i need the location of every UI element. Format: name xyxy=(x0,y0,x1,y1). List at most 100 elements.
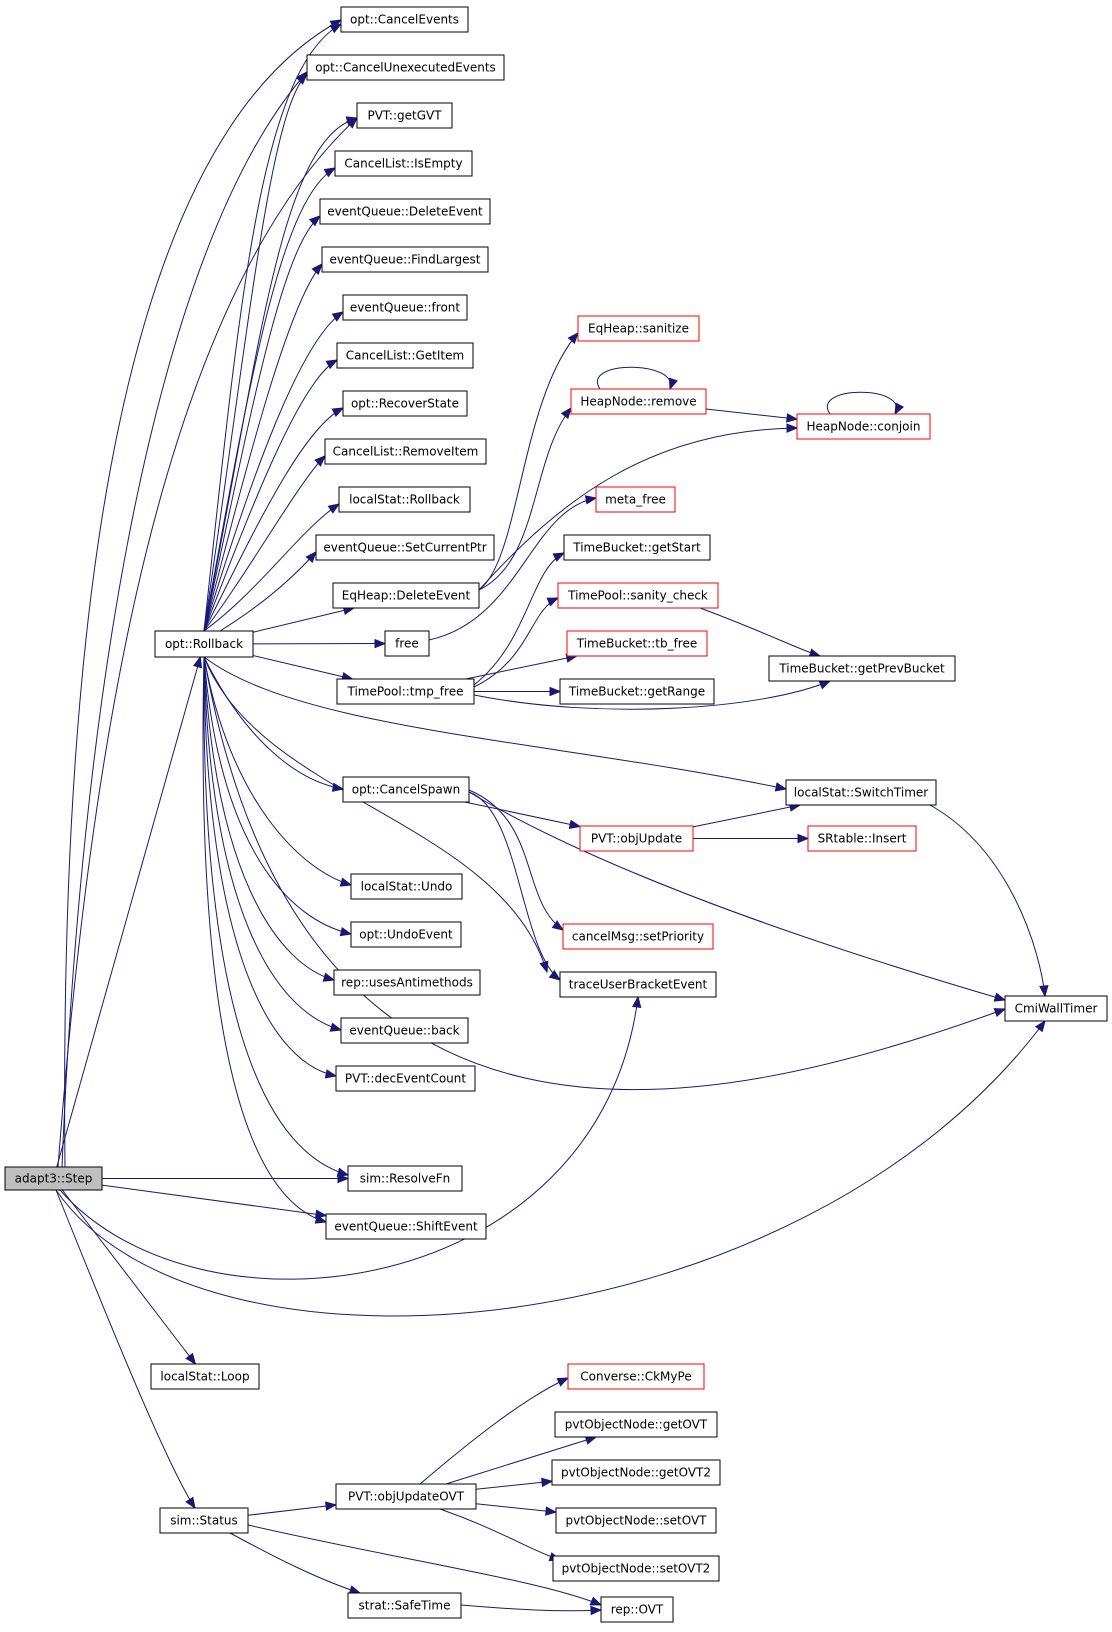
node-box xyxy=(150,1363,260,1390)
node-adapt3-step[interactable]: adapt3::Step xyxy=(4,1166,103,1191)
node-eventqueue-findlargest[interactable]: eventQueue::FindLargest xyxy=(321,246,489,273)
arrowhead xyxy=(1039,985,1049,998)
node-label: opt::CancelEvents xyxy=(350,13,459,27)
edge-opt_rollback-to-cancellist_isempty xyxy=(203,167,337,632)
node-box xyxy=(768,655,956,682)
node-eventqueue-shiftevent[interactable]: eventQueue::ShiftEvent xyxy=(325,1213,487,1240)
edge-opt_cancelspawn-to-cancelmsg_setpriority xyxy=(468,789,565,931)
edge-line xyxy=(203,656,344,790)
node-pvt-objupdateovt[interactable]: PVT::objUpdateOVT xyxy=(335,1483,477,1510)
node-free[interactable]: free xyxy=(384,630,430,657)
edge-line xyxy=(202,656,327,1223)
edge-line xyxy=(61,71,308,1168)
node-label: opt::CancelSpawn xyxy=(352,783,460,797)
edge-adapt3_step-to-tracebracket xyxy=(59,995,642,1280)
edge-opt_rollback-to-free xyxy=(252,638,387,649)
node-label: cancelMsg::setPriority xyxy=(572,930,704,944)
edge-line xyxy=(203,117,358,632)
edge-line xyxy=(247,1524,602,1606)
node-box xyxy=(347,1592,462,1619)
edge-opt_rollback-to-cancellist_removeitem xyxy=(203,455,326,632)
edge-line xyxy=(203,656,1006,1091)
arrowhead xyxy=(797,833,810,844)
node-eventqueue-back[interactable]: eventQueue::back xyxy=(340,1017,469,1044)
edge-opt_rollback-to-pvt_getgvt xyxy=(203,116,359,632)
node-eventqueue-front[interactable]: eventQueue::front xyxy=(342,294,468,321)
arrowhead xyxy=(589,1596,603,1606)
node-timepool-sanity-check[interactable]: TimePool::sanity_check xyxy=(557,582,719,609)
node-box xyxy=(342,390,468,417)
node-timebucket-getprevbucket[interactable]: TimeBucket::getPrevBucket xyxy=(768,655,956,682)
edge-adapt3_step-to-opt_rollback xyxy=(56,655,203,1168)
node-pvt-objupdate[interactable]: PVT::objUpdate xyxy=(579,825,694,852)
edge-line xyxy=(55,1020,1046,1317)
arrowhead xyxy=(314,455,326,467)
node-sim-resolvefn[interactable]: sim::ResolveFn xyxy=(347,1165,463,1192)
node-pvt-getgvt[interactable]: PVT::getGVT xyxy=(356,102,453,129)
node-box xyxy=(356,102,453,129)
node-box xyxy=(562,923,714,950)
node-heapnode-remove[interactable]: HeapNode::remove xyxy=(570,388,707,415)
node-strat-safetime[interactable]: strat::SafeTime xyxy=(347,1592,462,1619)
node-heapnode-conjoin[interactable]: HeapNode::conjoin xyxy=(796,413,931,440)
node-opt-cancelunexecutedevents[interactable]: opt::CancelUnexecutedEvents xyxy=(306,54,505,81)
node-localstat-switchtimer[interactable]: localStat::SwitchTimer xyxy=(785,779,937,806)
node-srtable-insert[interactable]: SRtable::Insert xyxy=(807,825,917,852)
node-label: CancelList::GetItem xyxy=(346,349,464,363)
node-cancelmsg-setpriority[interactable]: cancelMsg::setPriority xyxy=(562,923,714,950)
node-eqheap-sanitize[interactable]: EqHeap::sanitize xyxy=(577,315,700,342)
node-localstat-rollback[interactable]: localStat::Rollback xyxy=(338,486,471,513)
node-cmiwalltimer[interactable]: CmiWallTimer xyxy=(1004,995,1108,1022)
node-label: rep::OVT xyxy=(611,1603,664,1617)
node-eqheap-deleteevent[interactable]: EqHeap::DeleteEvent xyxy=(332,582,480,609)
node-sim-status[interactable]: sim::Status xyxy=(159,1507,249,1534)
node-pvtobjectnode-getovt[interactable]: pvtObjectNode::getOVT xyxy=(554,1411,718,1438)
node-label: EqHeap::sanitize xyxy=(588,322,689,336)
node-cancellist-removeitem[interactable]: CancelList::RemoveItem xyxy=(324,438,487,465)
node-box xyxy=(566,630,708,657)
node-opt-undoevent[interactable]: opt::UndoEvent xyxy=(350,921,462,948)
node-label: HeapNode::remove xyxy=(580,395,696,409)
arrowhead xyxy=(308,215,322,227)
edge-line xyxy=(428,497,597,641)
node-pvtobjectnode-getovt2[interactable]: pvtObjectNode::getOVT2 xyxy=(551,1459,721,1486)
node-pvt-deceventcount[interactable]: PVT::decEventCount xyxy=(335,1065,476,1092)
node-meta-free[interactable]: meta_free xyxy=(595,486,676,513)
arrowhead xyxy=(185,1496,196,1510)
node-rep-usesantimethods[interactable]: rep::usesAntimethods xyxy=(333,969,481,996)
node-pvtobjectnode-setovt[interactable]: pvtObjectNode::setOVT xyxy=(555,1507,717,1534)
node-opt-cancelevents[interactable]: opt::CancelEvents xyxy=(340,6,469,33)
node-eventqueue-setcurrentptr[interactable]: eventQueue::SetCurrentPtr xyxy=(315,534,495,561)
node-converse-ckmype[interactable]: Converse::CkMyPe xyxy=(567,1363,705,1390)
edge-timepool_tmp_free-to-timepool_sanity_check xyxy=(473,597,560,688)
node-box xyxy=(807,825,917,852)
node-eventqueue-deleteevent[interactable]: eventQueue::DeleteEvent xyxy=(319,198,491,225)
arrowhead xyxy=(560,406,572,420)
edge-adapt3_step-to-sim_resolvefn xyxy=(102,1173,350,1184)
node-timebucket-tb-free[interactable]: TimeBucket::tb_free xyxy=(566,630,708,657)
node-opt-rollback[interactable]: opt::Rollback xyxy=(154,630,254,658)
node-opt-recoverstate[interactable]: opt::RecoverState xyxy=(342,390,468,417)
edge-opt_rollback-to-localstat_undo xyxy=(203,656,353,887)
edge-line xyxy=(473,552,565,686)
node-cancellist-getitem[interactable]: CancelList::GetItem xyxy=(336,342,474,369)
edge-strat_safetime-to-rep_ovt xyxy=(460,1604,603,1616)
edge-timepool_tmp_free-to-timebucket_getstart xyxy=(473,552,566,686)
edge-line xyxy=(826,391,898,415)
node-timebucket-getrange[interactable]: TimeBucket::getRange xyxy=(559,678,715,705)
edge-adapt3_step-to-localstat_loop xyxy=(61,1189,197,1366)
node-opt-cancelspawn[interactable]: opt::CancelSpawn xyxy=(342,776,470,803)
arrowhead xyxy=(325,1501,338,1511)
node-localstat-undo[interactable]: localStat::Undo xyxy=(350,873,463,900)
node-box xyxy=(332,582,480,609)
node-rep-ovt[interactable]: rep::OVT xyxy=(600,1596,674,1623)
node-timepool-tmp-free[interactable]: TimePool::tmp_free xyxy=(336,678,475,705)
node-label: eventQueue::SetCurrentPtr xyxy=(323,541,486,555)
node-tracebracket[interactable]: traceUserBracketEvent xyxy=(559,971,717,998)
node-cancellist-isempty[interactable]: CancelList::IsEmpty xyxy=(334,150,473,177)
node-label: CancelList::IsEmpty xyxy=(344,157,462,171)
node-localstat-loop[interactable]: localStat::Loop xyxy=(150,1363,260,1390)
node-pvtobjectnode-setovt2[interactable]: pvtObjectNode::setOVT2 xyxy=(552,1555,720,1582)
node-box xyxy=(4,1166,103,1191)
node-timebucket-getstart[interactable]: TimeBucket::getStart xyxy=(563,534,711,561)
